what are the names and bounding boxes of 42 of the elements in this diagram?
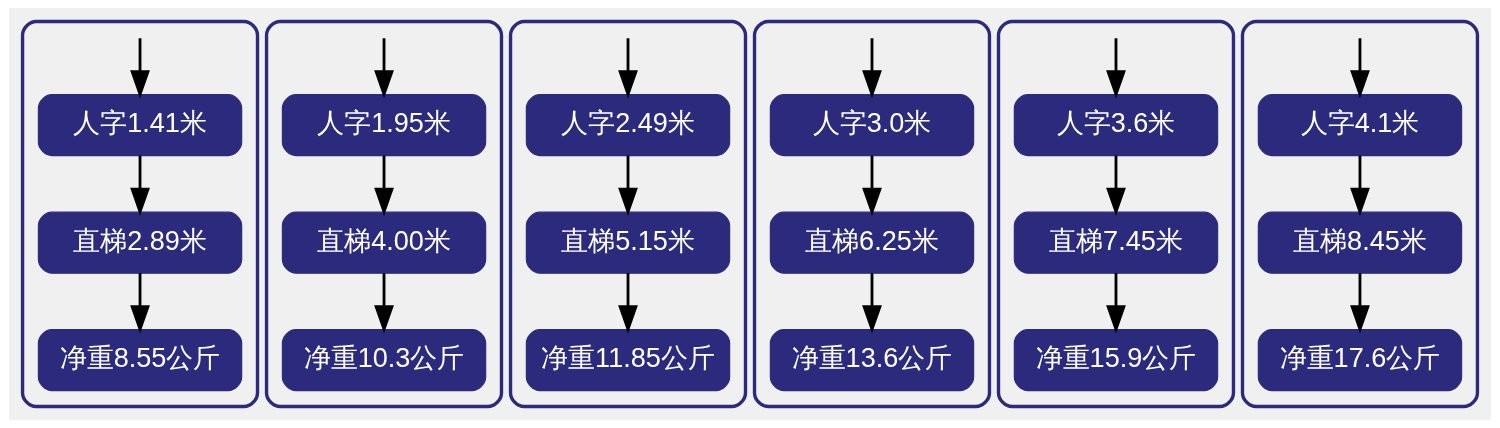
arrow (618, 155, 638, 217)
arrow (1350, 38, 1370, 99)
arrow (374, 273, 394, 334)
arrow (862, 155, 882, 217)
arrow (618, 273, 638, 334)
node-box: 人字1.95米 (281, 94, 487, 157)
node-box: 直梯5.15米 (525, 211, 731, 274)
node-box: 净重10.3公斤 (281, 329, 487, 392)
node-box: 直梯4.00米 (281, 211, 487, 274)
node-box: 人字4.1米 (1257, 94, 1463, 157)
cluster (996, 19, 1236, 409)
node-box: 人字1.41米 (37, 94, 243, 157)
arrow (1106, 38, 1126, 99)
cluster (264, 19, 504, 409)
node-box: 人字2.49米 (525, 94, 731, 157)
arrow (862, 273, 882, 334)
cluster (1240, 19, 1480, 409)
arrow (130, 38, 150, 99)
arrow (130, 155, 150, 217)
node-box: 直梯2.89米 (37, 211, 243, 274)
cluster (752, 19, 992, 409)
arrow (374, 38, 394, 99)
node-box: 净重15.9公斤 (1013, 329, 1219, 392)
arrow (130, 273, 150, 334)
arrow (618, 38, 638, 99)
node-box: 净重13.6公斤 (769, 329, 975, 392)
arrow (1106, 155, 1126, 217)
cluster (20, 19, 260, 409)
node-box: 净重17.6公斤 (1257, 329, 1463, 392)
arrow (374, 155, 394, 217)
node-box: 净重11.85公斤 (525, 329, 731, 392)
arrow (862, 38, 882, 99)
node-box: 人字3.0米 (769, 94, 975, 157)
arrow (1106, 273, 1126, 334)
arrow (1350, 273, 1370, 334)
node-box: 净重8.55公斤 (37, 329, 243, 392)
node-box: 直梯8.45米 (1257, 211, 1463, 274)
node-box: 人字3.6米 (1013, 94, 1219, 157)
arrow (1350, 155, 1370, 217)
cluster (508, 19, 748, 409)
node-box: 直梯7.45米 (1013, 211, 1219, 274)
node-box: 直梯6.25米 (769, 211, 975, 274)
